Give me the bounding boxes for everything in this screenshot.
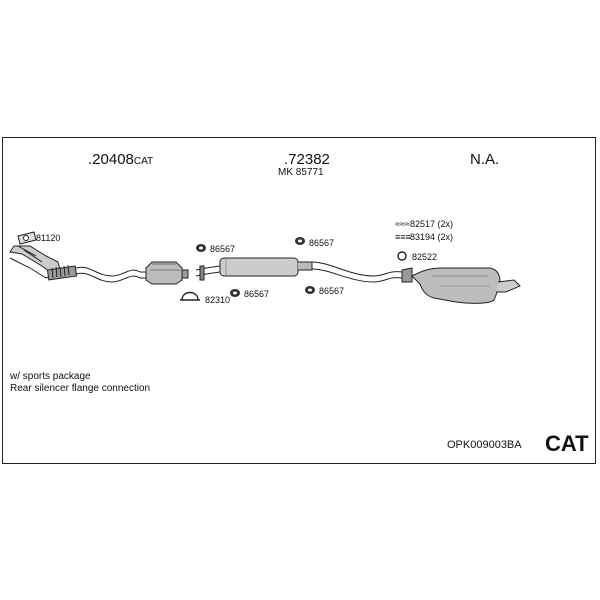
callout-82522: 82522	[412, 252, 438, 262]
rear-silencer	[401, 267, 521, 304]
callout-82310: 82310	[205, 295, 231, 305]
callout-86567-d: 86567	[319, 286, 345, 296]
bolt-icon: ≡≡≡	[395, 232, 411, 242]
spring-icon: ≈≈≈	[395, 219, 410, 229]
part-number-mk: MK 85771	[278, 167, 324, 178]
part-number-20408: 20408	[92, 151, 134, 168]
cat-badge: CAT	[545, 431, 589, 456]
hanger-icon-d	[305, 286, 315, 294]
part-number-prefix: .	[88, 151, 93, 168]
callout-82517: 82517 (2x)	[410, 219, 454, 229]
part-number-catalyst: .20408CAT	[88, 152, 153, 167]
part-number-middle: .72382	[284, 151, 330, 168]
middle-silencer	[195, 257, 313, 281]
gasket-icon-81120	[17, 231, 37, 245]
hanger-icon-c	[230, 289, 240, 297]
intermediate-pipe	[311, 261, 403, 283]
kit-code: OPK009003BA	[447, 439, 522, 451]
hanger-icon-b	[295, 237, 305, 245]
callout-81120: 81120	[36, 233, 61, 243]
clamp-icon-82310	[180, 291, 200, 301]
catalytic-converter	[145, 261, 189, 285]
callout-86567-b: 86567	[309, 238, 335, 248]
ring-icon-82522	[397, 251, 407, 261]
diagram-frame	[2, 137, 596, 464]
callout-86567-c: 86567	[244, 289, 270, 299]
note-rear-silencer: Rear silencer flange connection	[10, 383, 151, 394]
front-flex-pipe	[46, 264, 78, 281]
note-sports-package: w/ sports package	[10, 371, 91, 382]
callout-83194: 83194 (2x)	[410, 232, 454, 242]
part-number-suffix: CAT	[133, 156, 154, 167]
callout-86567-a: 86567	[210, 244, 236, 254]
front-pipe-tube	[75, 266, 148, 283]
part-number-rear: N.A.	[470, 151, 500, 168]
hanger-icon-a	[196, 244, 206, 252]
